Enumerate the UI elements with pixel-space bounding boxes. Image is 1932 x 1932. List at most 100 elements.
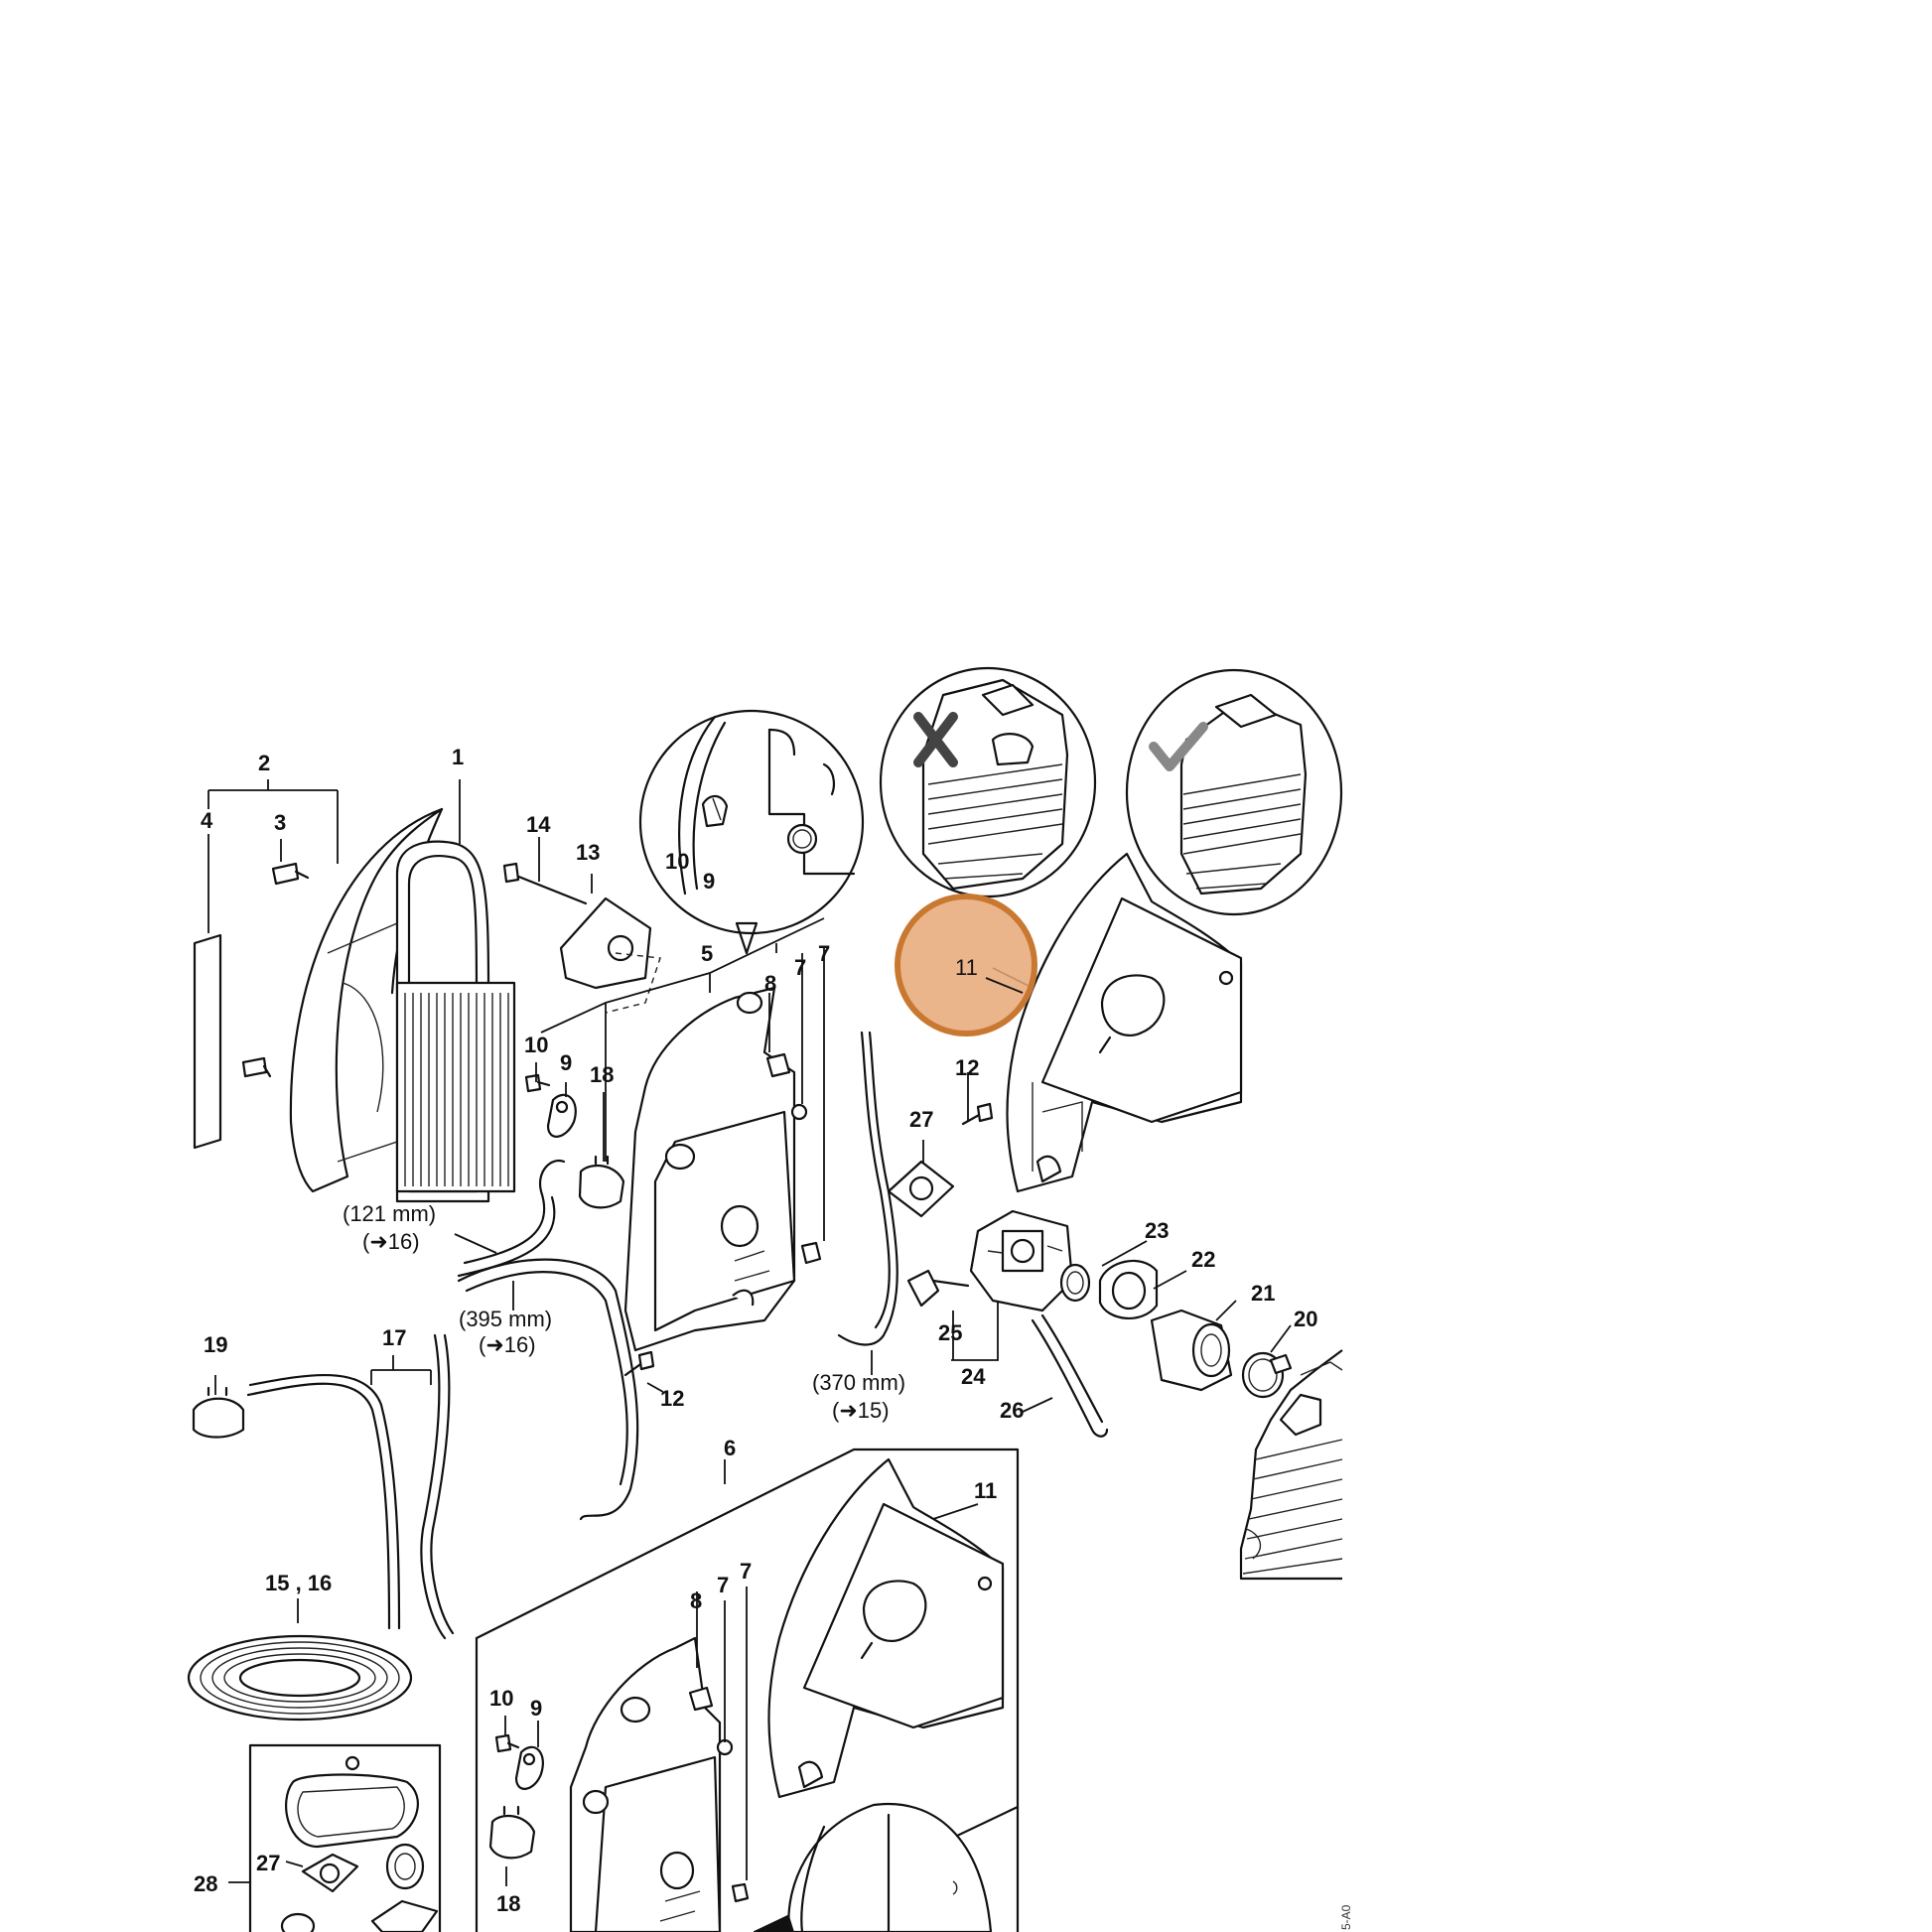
callout-12-upper: 12	[955, 1055, 979, 1080]
primer-bulb-lower	[488, 1805, 536, 1860]
hose-17-a	[246, 1382, 391, 1630]
seal-ring-23	[1059, 1263, 1091, 1303]
hose-17-b-inner	[430, 1333, 455, 1635]
hose-370mm-ref: (➜15)	[832, 1398, 890, 1423]
hose-17-b	[420, 1333, 447, 1640]
kit-box-28	[248, 1743, 442, 1932]
manifold-21	[1150, 1309, 1233, 1392]
callout-9-lower: 9	[530, 1696, 542, 1721]
grommet-lower-a	[688, 1686, 714, 1712]
callout-7-lower-b: 7	[740, 1559, 752, 1584]
bolt-14	[502, 862, 588, 905]
cross-mark-icon	[913, 712, 958, 767]
callout-7-upper-a: 7	[794, 955, 806, 980]
hose-121mm	[463, 1159, 566, 1265]
callout-25: 25	[938, 1320, 962, 1345]
screw-10-upper	[524, 1073, 551, 1093]
hose-clamp-20	[1241, 1351, 1293, 1399]
callout-8-upper: 8	[764, 971, 776, 996]
drawing-code: 5-A0	[1339, 1904, 1353, 1930]
callout-28: 28	[194, 1871, 217, 1896]
leader-lines	[207, 779, 1292, 1886]
grommet-upper-a	[765, 1052, 791, 1078]
callout-10-detail: 10	[665, 849, 689, 874]
hose-370mm	[837, 1031, 898, 1346]
callout-6: 6	[724, 1436, 736, 1460]
grommet-upper-b	[790, 1103, 808, 1121]
engine-cylinder-partial	[1239, 1349, 1343, 1581]
label-strip	[193, 933, 222, 1150]
carburetor-box-upper	[623, 986, 796, 1352]
fuel-line-26-inner	[1040, 1313, 1104, 1424]
callout-3: 3	[274, 810, 286, 835]
callout-27-kit: 27	[256, 1851, 280, 1875]
callout-9-upper: 9	[560, 1050, 572, 1075]
callout-24: 24	[961, 1364, 986, 1389]
callout-14: 14	[526, 812, 551, 837]
callout-labels: 2 1 3 4 14 13 10 9 5 8 7 7 10 9 18 12 27…	[194, 745, 1317, 1916]
callout-18-upper: 18	[590, 1062, 614, 1087]
shroud-lower	[767, 1457, 1005, 1799]
callout-11-lower: 11	[974, 1478, 997, 1503]
primer-bulb-19	[192, 1386, 245, 1439]
primer-bulb-upper	[578, 1155, 625, 1209]
detail-circle-9-10	[638, 709, 865, 955]
hose-395mm	[457, 1258, 639, 1521]
hose-370mm-inner	[860, 1031, 891, 1329]
bracket-13	[559, 897, 652, 990]
fuel-line-26	[1031, 1318, 1109, 1438]
callout-1: 1	[452, 745, 464, 769]
callout-26: 26	[1000, 1398, 1024, 1423]
callout-22: 22	[1191, 1247, 1215, 1272]
callout-10-upper: 10	[524, 1033, 548, 1057]
screw-12-lower	[623, 1350, 655, 1377]
callout-17: 17	[382, 1325, 406, 1350]
hose-370mm-length: (370 mm)	[812, 1370, 905, 1395]
callout-10-lower: 10	[489, 1686, 513, 1711]
hose-17-a-inner	[248, 1373, 401, 1630]
callout-21: 21	[1251, 1281, 1275, 1306]
callout-7-upper-b: 7	[818, 941, 830, 966]
dimension-notes: (121 mm) (➜16) (395 mm) (➜16) (370 mm) (…	[343, 1201, 905, 1423]
gasket-kit-28	[280, 1755, 439, 1932]
hose-121mm-length: (121 mm)	[343, 1201, 436, 1226]
check-mark-icon	[1149, 722, 1208, 771]
callout-23: 23	[1145, 1218, 1169, 1243]
lever-9-upper	[546, 1093, 577, 1138]
callout-15-16: 15 , 16	[265, 1571, 332, 1595]
callout-5: 5	[701, 941, 713, 966]
knob-screw-upper	[271, 862, 310, 886]
adjust-knob-25	[906, 1269, 970, 1308]
highlight-marker-11[interactable]: 11	[895, 894, 1037, 1036]
callout-20: 20	[1294, 1307, 1317, 1331]
lever-9-lower	[514, 1745, 544, 1790]
grommet-lower-b	[716, 1738, 734, 1756]
filter-element	[395, 840, 516, 1203]
callout-12-lower: 12	[660, 1386, 684, 1411]
detail-circle-correct-cylinder	[1125, 668, 1343, 916]
grommet-lower-c	[731, 1882, 750, 1903]
callout-27: 27	[909, 1107, 933, 1132]
gasket-27	[887, 1160, 955, 1218]
callout-19: 19	[204, 1332, 227, 1357]
detail-circle-wrong-cylinder	[879, 666, 1097, 898]
flange-22	[1098, 1260, 1159, 1320]
callout-18-lower: 18	[496, 1891, 520, 1916]
carburetor-box-lower	[569, 1636, 722, 1932]
hose-395mm-ref: (➜16)	[479, 1332, 536, 1357]
detail-circle-lower	[755, 1802, 993, 1932]
hose-121mm-ref: (➜16)	[362, 1229, 420, 1254]
callout-8-lower: 8	[690, 1588, 702, 1613]
callout-2: 2	[258, 751, 270, 775]
callout-4: 4	[201, 808, 213, 833]
screw-10-lower	[494, 1733, 520, 1753]
highlight-label: 11	[955, 955, 978, 980]
callout-7-lower-a: 7	[717, 1573, 729, 1597]
screw-12-upper	[961, 1102, 994, 1126]
callout-13: 13	[576, 840, 600, 865]
hose-395mm-inner	[465, 1271, 628, 1486]
hose-coil	[187, 1634, 413, 1722]
hose-395mm-length: (395 mm)	[459, 1307, 552, 1331]
